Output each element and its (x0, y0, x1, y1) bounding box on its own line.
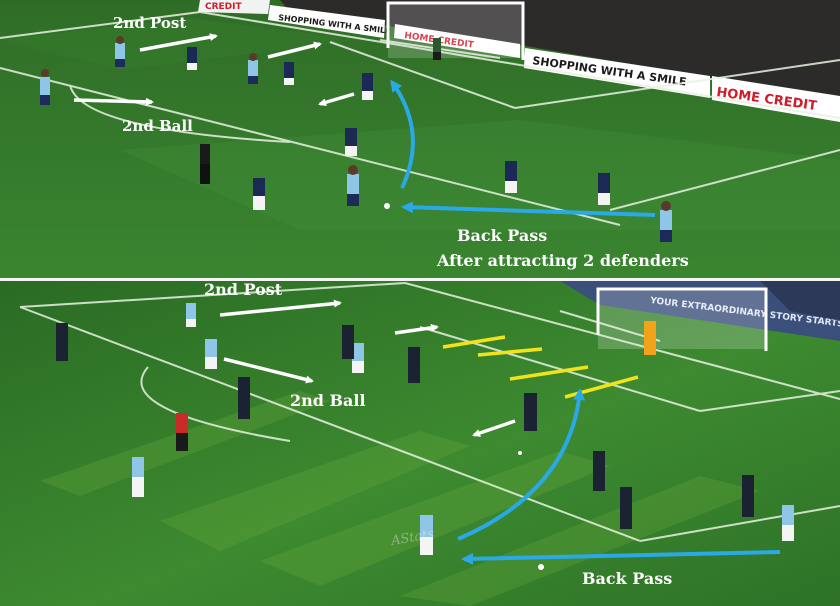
opponent-player (342, 325, 354, 359)
pitch-markings (0, 11, 840, 226)
ball (538, 564, 544, 570)
run-arrow-back (318, 92, 355, 107)
pass-arrows (390, 79, 656, 217)
opponent-player (742, 475, 754, 517)
opponent-player (284, 62, 294, 85)
label-back-pass: Back Pass (457, 226, 547, 245)
top-panel: CREDIT SHOPPING WITH A SMILE HOME CREDIT… (0, 0, 840, 278)
run-arrow-2nd-ball (223, 357, 314, 384)
opponent-player (238, 377, 250, 419)
city-player-on-ball (420, 515, 433, 555)
run-arrow-back (472, 419, 516, 437)
city-player (205, 339, 217, 369)
city-player (248, 53, 258, 84)
pass-option-arrow (390, 79, 415, 189)
opponent-player (362, 73, 373, 100)
city-player (352, 343, 364, 373)
goal (596, 287, 768, 351)
opponent-player (593, 451, 605, 491)
board-credit-left: CREDIT (205, 2, 243, 12)
panel-divider (0, 278, 840, 281)
top-pitch-scene: CREDIT SHOPPING WITH A SMILE HOME CREDIT… (0, 0, 840, 278)
run-arrow-2nd-post-a (139, 33, 218, 52)
opponent-player (505, 161, 517, 193)
pitch-markings (19, 282, 840, 542)
opponent-player (56, 323, 68, 361)
bottom-panel: YOUR EXTRAORDINARY STORY STARTS NOW (0, 281, 840, 606)
ball-marker (518, 451, 522, 455)
back-pass-arrow (461, 550, 781, 565)
city-player (660, 201, 672, 242)
opponent-player (345, 128, 357, 156)
opponent-player (408, 347, 420, 383)
label-2nd-ball: 2nd Ball (122, 117, 193, 135)
city-player (40, 69, 50, 105)
run-arrows (73, 33, 355, 107)
city-player (132, 457, 144, 497)
players (40, 36, 672, 242)
opponent-player (187, 47, 197, 70)
label-2nd-ball: 2nd Ball (290, 391, 366, 410)
label-2nd-post: 2nd Post (204, 281, 283, 299)
goalkeeper (433, 38, 441, 60)
back-pass-arrow (401, 201, 656, 217)
city-player (782, 505, 794, 541)
grass-stripe (120, 120, 840, 230)
run-arrow-2nd-post (219, 299, 342, 317)
run-arrow-2nd-post-b (267, 41, 322, 59)
label-2nd-post: 2nd Post (113, 14, 186, 32)
goal (386, 1, 525, 60)
opponent-player (253, 178, 265, 210)
run-arrows (219, 299, 516, 437)
label-back-pass: Back Pass (582, 569, 672, 588)
run-arrow-front (394, 323, 439, 335)
opponent-player (598, 173, 610, 205)
goalkeeper (644, 321, 656, 355)
label-after-attracting: After attracting 2 defenders (436, 251, 689, 270)
pass-option-arrow (457, 388, 586, 541)
referee (200, 144, 210, 184)
run-arrow-2nd-ball (73, 97, 154, 106)
city-player (186, 303, 196, 327)
city-player (115, 36, 125, 67)
opponent-player (524, 393, 537, 431)
players (56, 303, 794, 570)
city-player-on-ball (347, 165, 359, 206)
ball (384, 203, 390, 209)
opponent-player (620, 487, 632, 529)
pass-arrows (457, 388, 781, 565)
referee (176, 413, 188, 451)
bottom-pitch-scene: YOUR EXTRAORDINARY STORY STARTS NOW (0, 281, 840, 606)
